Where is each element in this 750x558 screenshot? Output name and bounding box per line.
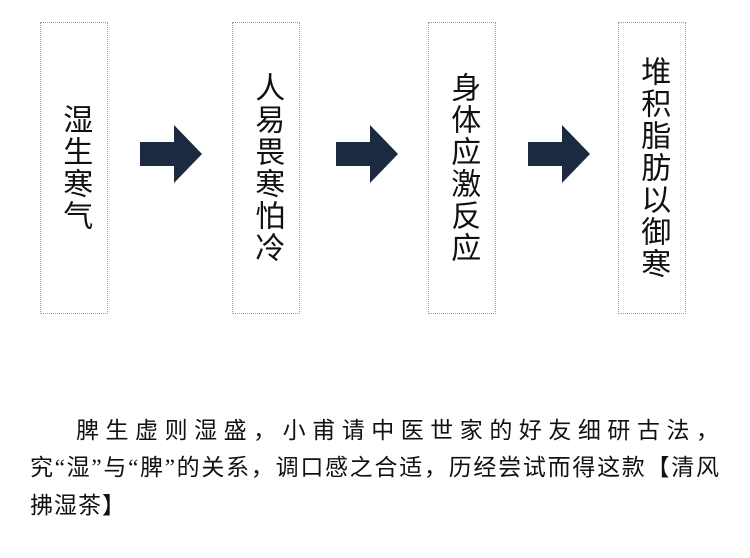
flow-node-4-label: 堆积脂肪以御寒 [636,56,670,280]
right-arrow-icon [336,125,398,183]
flow-node-4: 堆积脂肪以御寒 [618,22,686,314]
right-arrow-icon [140,125,202,183]
caption-text: 脾生虚则湿盛，小甫请中医世家的好友细研古法，究“湿”与“脾”的关系，调口感之合适… [30,418,720,518]
flow-node-2-label: 人易畏寒怕冷 [250,72,284,264]
flow-node-3-label: 身体应激反应 [446,72,480,264]
flow-node-1: 湿生寒气 [40,22,108,314]
right-arrow-icon [528,125,590,183]
flow-node-1-label: 湿生寒气 [58,104,92,232]
flow-node-3: 身体应激反应 [428,22,496,314]
flow-diagram: 湿生寒气 人易畏寒怕冷 身体应激反应 堆积脂肪以御寒 [40,22,686,314]
flow-node-2: 人易畏寒怕冷 [232,22,300,314]
